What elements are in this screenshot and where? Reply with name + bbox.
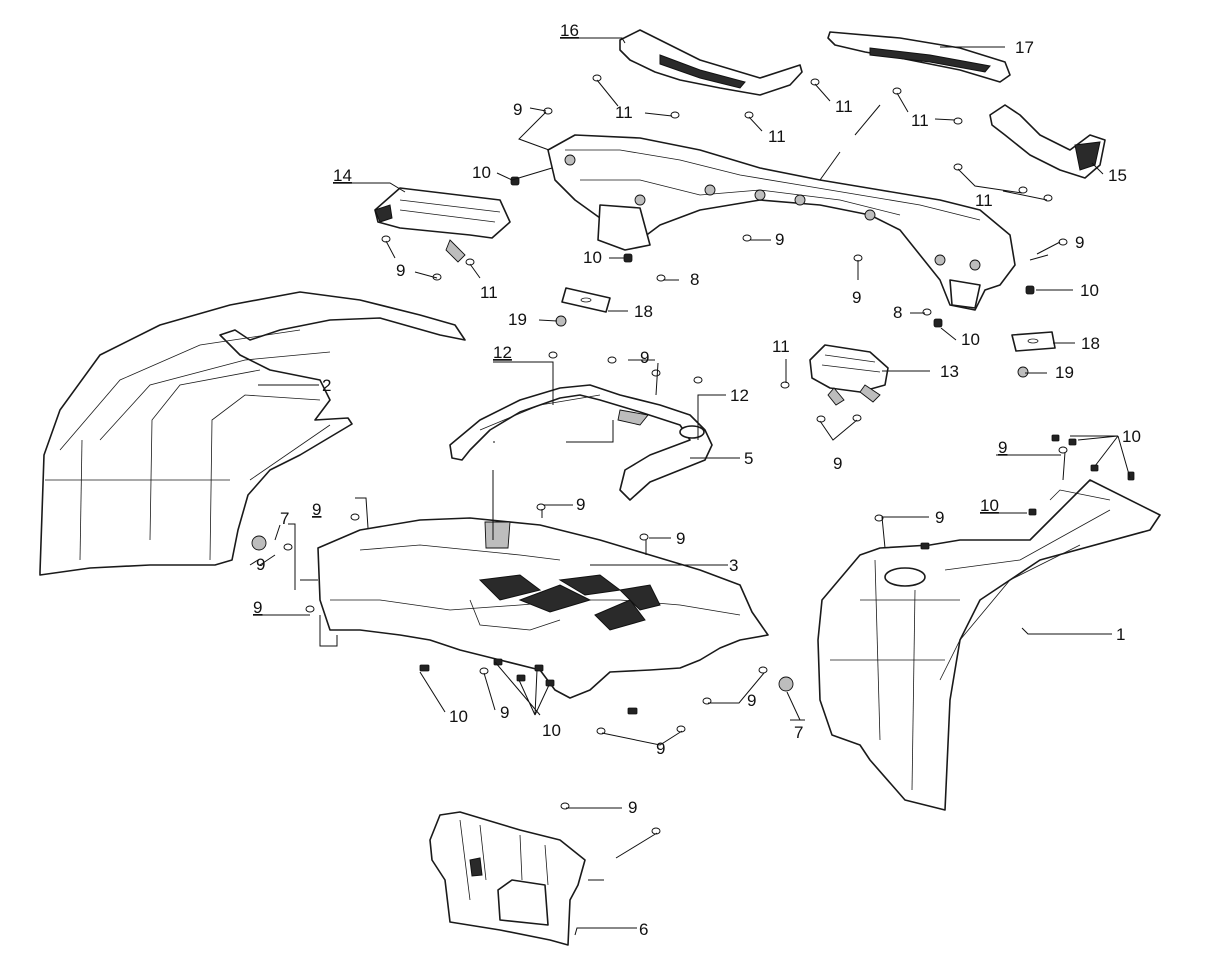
callout-11: 11 — [835, 97, 853, 116]
callout-9: 9 — [513, 100, 522, 119]
callout-11: 11 — [975, 191, 993, 210]
callout-10: 10 — [1080, 281, 1099, 300]
part-18-plate-right — [1011, 331, 1056, 352]
callout-9: 9 — [656, 739, 665, 758]
callout-11: 11 — [480, 283, 498, 302]
part-16-handle — [619, 29, 803, 96]
callout-9: 9 — [640, 348, 649, 367]
part-17-handle — [827, 31, 1011, 83]
callout-1: 1 — [1116, 625, 1125, 644]
callout-9: 9 — [312, 500, 321, 519]
callout-8: 8 — [893, 303, 902, 322]
leader-lines — [249, 37, 1131, 936]
callout-9: 9 — [256, 555, 265, 574]
part-2-left-fender — [39, 291, 466, 576]
part-18-plate-left — [561, 287, 611, 313]
callout-9: 9 — [396, 261, 405, 280]
callout-9: 9 — [998, 438, 1007, 457]
part-6-lower-box — [429, 811, 586, 946]
fasteners — [251, 74, 1135, 835]
callout-12: 12 — [730, 386, 749, 405]
part-1-right-fender — [817, 479, 1161, 811]
callout-9: 9 — [775, 230, 784, 249]
callout-9: 9 — [253, 598, 262, 617]
callout-14: 14 — [333, 166, 352, 185]
callout-18: 18 — [1081, 334, 1100, 353]
part-13-light-box — [809, 344, 889, 406]
callout-9: 9 — [676, 529, 685, 548]
callout-10: 10 — [980, 496, 999, 515]
part-15-handle — [989, 104, 1106, 179]
main-rear-bracket — [547, 134, 1016, 311]
callout-15: 15 — [1108, 166, 1127, 185]
callout-17: 17 — [1015, 38, 1034, 57]
callout-9: 9 — [576, 495, 585, 514]
callout-18: 18 — [634, 302, 653, 321]
callout-3: 3 — [729, 556, 738, 575]
callout-9: 9 — [833, 454, 842, 473]
callout-2: 2 — [322, 376, 331, 395]
callout-10: 10 — [472, 163, 491, 182]
part-14-light-box — [374, 187, 511, 263]
callout-8: 8 — [690, 270, 699, 289]
callout-9: 9 — [1075, 233, 1084, 252]
callout-11: 11 — [615, 103, 633, 122]
callout-9: 9 — [500, 703, 509, 722]
callout-9: 9 — [935, 508, 944, 527]
callout-9: 9 — [628, 798, 637, 817]
callout-10: 10 — [583, 248, 602, 267]
callout-10: 10 — [961, 330, 980, 349]
callout-16: 16 — [560, 21, 579, 40]
callout-6: 6 — [639, 920, 648, 939]
callout-7: 7 — [794, 723, 803, 742]
part-3-rear-tray — [317, 517, 769, 699]
callout-10: 10 — [542, 721, 561, 740]
callout-11: 11 — [772, 337, 790, 356]
callout-9: 9 — [747, 691, 756, 710]
callout-5: 5 — [744, 449, 753, 468]
callout-7: 7 — [280, 509, 289, 528]
callout-11: 11 — [768, 127, 786, 146]
callout-13: 13 — [940, 362, 959, 381]
callout-10: 10 — [1122, 427, 1141, 446]
callout-9: 9 — [852, 288, 861, 307]
callout-19: 19 — [1055, 363, 1074, 382]
callout-12: 12 — [493, 343, 512, 362]
callout-11: 11 — [911, 111, 929, 130]
callout-10: 10 — [449, 707, 468, 726]
callout-19: 19 — [508, 310, 527, 329]
